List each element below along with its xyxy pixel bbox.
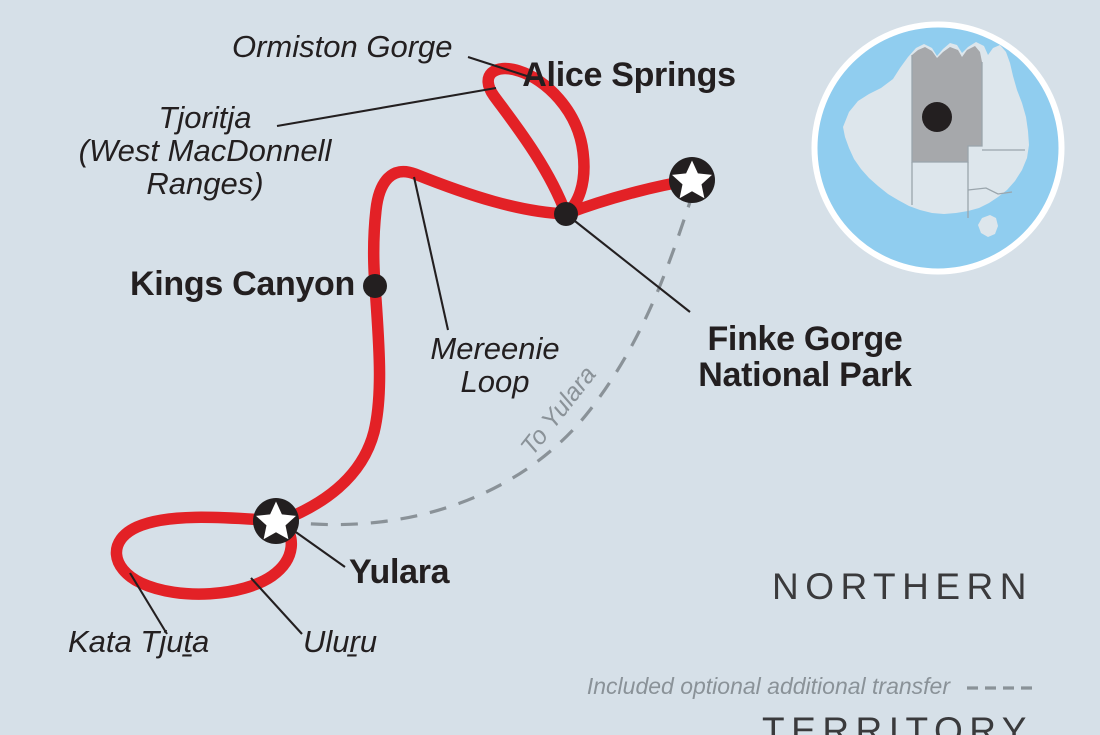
tasmania — [978, 215, 998, 237]
leader-tjoritja — [276, 86, 497, 128]
leader-lines — [129, 56, 691, 635]
transfer-route-dashed — [280, 195, 694, 527]
label-finke-gorge-national-park: Finke Gorge National Park — [698, 320, 912, 395]
leader-ormiston-gorge — [467, 56, 534, 79]
label-ormiston-gorge: Ormiston Gorge — [232, 29, 453, 64]
junction-dot-marker[interactable] — [554, 202, 578, 226]
inset-ring-stroke — [811, 21, 1065, 275]
route-uluru-katatjuta-loop — [110, 511, 298, 600]
route-west-macdonnell-mereenie — [275, 165, 572, 527]
region-line-1: NORTHERN — [772, 566, 1033, 608]
label-northern-territory: NORTHERN TERRITORY — [600, 467, 1033, 735]
yulara-star-marker[interactable] — [253, 498, 299, 544]
label-kings-canyon: Kings Canyon — [130, 265, 355, 303]
alice-springs-star-marker[interactable] — [669, 157, 715, 203]
region-line-2: TERRITORY — [762, 710, 1033, 735]
leader-mereenie-loop — [412, 176, 450, 331]
australia-locator-inset — [811, 21, 1065, 275]
label-kata-tjuta: Kata Tjuṯa — [68, 624, 210, 659]
leader-uluru — [250, 577, 303, 635]
label-yulara: Yulara — [349, 553, 450, 591]
northern-territory-highlight — [912, 46, 982, 162]
state-borders — [911, 55, 1025, 218]
label-uluru: Uluṟu — [303, 624, 378, 659]
route-ormiston-loop — [482, 62, 590, 220]
leader-kata-tjuta — [129, 572, 168, 635]
label-tjoritja: Tjoritja (West MacDonnell Ranges) — [78, 100, 332, 201]
label-mereenie-loop: Mereenie Loop — [430, 331, 560, 399]
leader-finke-gorge — [565, 213, 691, 313]
kings-canyon-dot-marker[interactable] — [363, 274, 387, 298]
inset-location-dot — [922, 102, 952, 132]
legend-text: Included optional additional transfer — [586, 673, 950, 699]
